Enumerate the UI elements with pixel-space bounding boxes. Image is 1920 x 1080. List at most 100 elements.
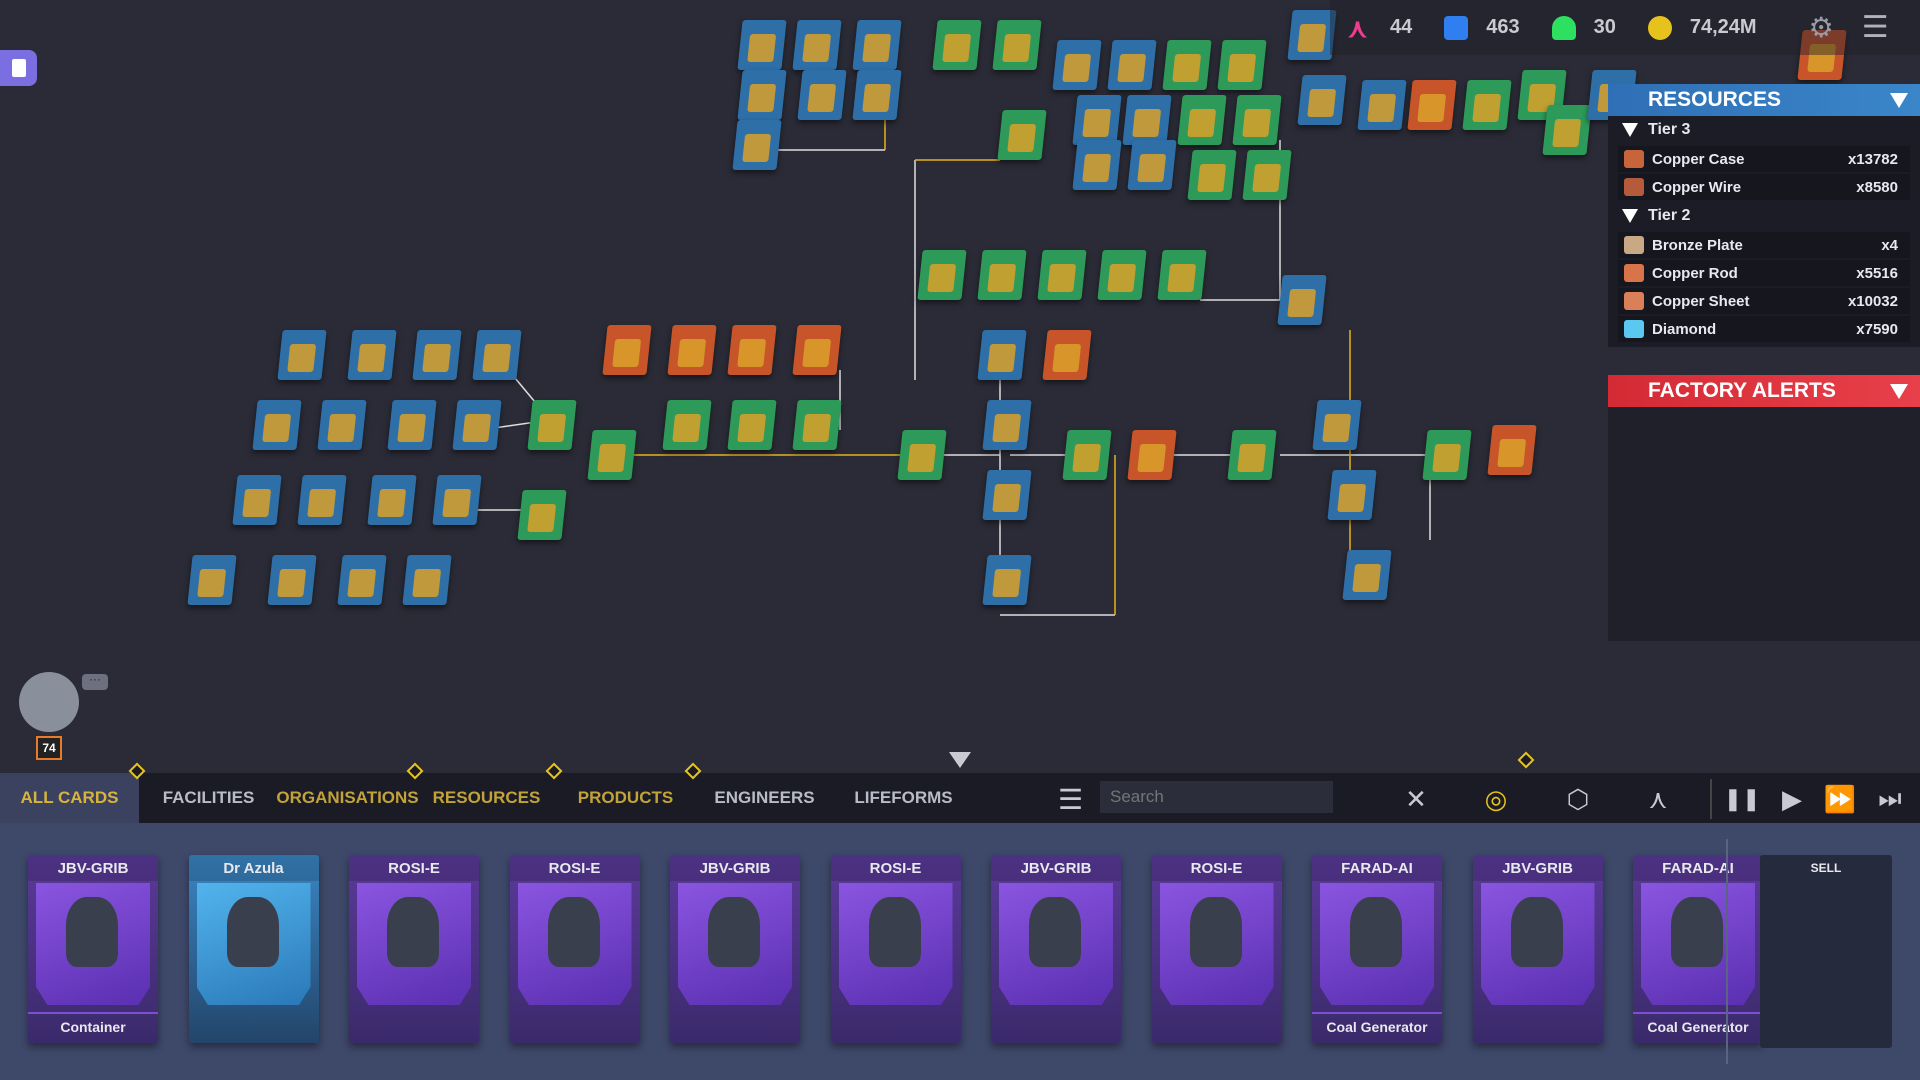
engineer-card[interactable]: Dr Azula (188, 855, 319, 1043)
tab-resources[interactable]: RESOURCES (417, 762, 563, 823)
facility-node[interactable] (1072, 95, 1122, 145)
tab-lifeforms[interactable]: LIFEFORMS (834, 773, 973, 823)
facility-node[interactable] (387, 400, 437, 450)
search-input[interactable] (1100, 781, 1333, 813)
facility-node[interactable] (472, 330, 522, 380)
facility-node[interactable] (1127, 140, 1177, 190)
tab-organisations[interactable]: ORGANISATIONS (276, 762, 424, 823)
facility-node[interactable] (1072, 140, 1122, 190)
facility-node[interactable] (897, 430, 947, 480)
facility-node[interactable] (517, 490, 567, 540)
facility-node[interactable] (792, 400, 842, 450)
facility-node[interactable] (1542, 105, 1592, 155)
facility-node[interactable] (792, 20, 842, 70)
engineer-card[interactable]: JBV-GRIB (1472, 855, 1603, 1043)
facility-node[interactable] (932, 20, 982, 70)
facility-node[interactable] (347, 330, 397, 380)
facility-node[interactable] (1127, 430, 1177, 480)
facility-node[interactable] (1177, 95, 1227, 145)
hexagon-icon[interactable]: ⬡ (1566, 783, 1590, 814)
facility-node[interactable] (1062, 430, 1112, 480)
facility-node[interactable] (367, 475, 417, 525)
facility-node[interactable] (1227, 430, 1277, 480)
facility-node[interactable] (1097, 250, 1147, 300)
sell-zone[interactable]: SELL (1760, 855, 1892, 1048)
facility-node[interactable] (267, 555, 317, 605)
facility-node[interactable] (1052, 40, 1102, 90)
facility-node[interactable] (982, 470, 1032, 520)
facility-node[interactable] (1232, 95, 1282, 145)
facility-node[interactable] (1462, 80, 1512, 130)
tab-products[interactable]: PRODUCTS (556, 762, 702, 823)
facility-node[interactable] (1422, 430, 1472, 480)
facility-node[interactable] (737, 70, 787, 120)
facility-node[interactable] (977, 330, 1027, 380)
settings-icon[interactable]: ⚙ (1808, 12, 1834, 43)
facility-node[interactable] (587, 430, 637, 480)
play-icon[interactable]: ▶ (1782, 783, 1802, 814)
facility-node[interactable] (527, 400, 577, 450)
facility-node[interactable] (317, 400, 367, 450)
menu-icon[interactable]: ☰ (1861, 11, 1889, 44)
facility-node[interactable] (997, 110, 1047, 160)
facility-node[interactable] (852, 70, 902, 120)
facility-node[interactable] (1342, 550, 1392, 600)
facility-node[interactable] (337, 555, 387, 605)
facility-node[interactable] (1407, 80, 1457, 130)
engineer-card[interactable]: ROSI-E (509, 855, 640, 1043)
facility-node[interactable] (297, 475, 347, 525)
facility-node[interactable] (412, 330, 462, 380)
fastest-icon[interactable]: ⏭ (1878, 783, 1902, 813)
engineer-card[interactable]: ROSI-E (830, 855, 961, 1043)
engineer-card[interactable]: ROSI-E (349, 855, 479, 1043)
facility-node[interactable] (1277, 275, 1327, 325)
facility-node[interactable] (727, 325, 777, 375)
facility-node[interactable] (1312, 400, 1362, 450)
chat-icon[interactable]: ··· (82, 673, 108, 690)
facility-node[interactable] (737, 20, 787, 70)
avatar[interactable]: 74 (16, 672, 82, 760)
facility-node[interactable] (992, 20, 1042, 70)
tab-engineers[interactable]: ENGINEERS (695, 773, 834, 823)
facility-node[interactable] (1242, 150, 1292, 200)
facility-node[interactable] (1217, 40, 1267, 90)
facility-node[interactable] (232, 475, 282, 525)
collapse-arrow-icon[interactable] (949, 752, 971, 768)
tab-facilities[interactable]: FACILITIES (139, 773, 278, 823)
facility-node[interactable] (727, 400, 777, 450)
collapse-icon[interactable] (1890, 92, 1908, 108)
facility-node[interactable] (1042, 330, 1092, 380)
tab-all-cards[interactable]: ALL CARDS (0, 762, 146, 823)
facility-node[interactable] (982, 555, 1032, 605)
facility-node[interactable] (1327, 470, 1377, 520)
facility-node[interactable] (1187, 150, 1237, 200)
facility-node[interactable] (852, 20, 902, 70)
facility-node[interactable] (662, 400, 712, 450)
facility-node[interactable] (187, 555, 237, 605)
tier-header[interactable]: Tier 2 (1608, 202, 1920, 230)
facility-node[interactable] (797, 70, 847, 120)
alerts-header[interactable]: FACTORY ALERTS (1608, 375, 1920, 407)
engineer-card[interactable]: JBV-GRIB (991, 855, 1121, 1043)
facility-node[interactable] (402, 555, 452, 605)
facility-node[interactable] (452, 400, 502, 450)
facility-node[interactable] (1122, 95, 1172, 145)
connections-icon[interactable]: ⋏ (1648, 783, 1668, 814)
facility-node[interactable] (1357, 80, 1407, 130)
facility-node[interactable] (792, 325, 842, 375)
facility-node[interactable] (1107, 40, 1157, 90)
fast-forward-icon[interactable]: ⏩ (1823, 783, 1857, 814)
engineer-card[interactable]: ROSI-E (1151, 855, 1282, 1043)
facility-node[interactable] (1162, 40, 1212, 90)
clipboard-button[interactable] (0, 50, 37, 86)
facility-node[interactable] (1297, 75, 1347, 125)
tier-header[interactable]: Tier 3 (1608, 116, 1920, 144)
filter-icon[interactable]: ☰ (1058, 784, 1084, 815)
